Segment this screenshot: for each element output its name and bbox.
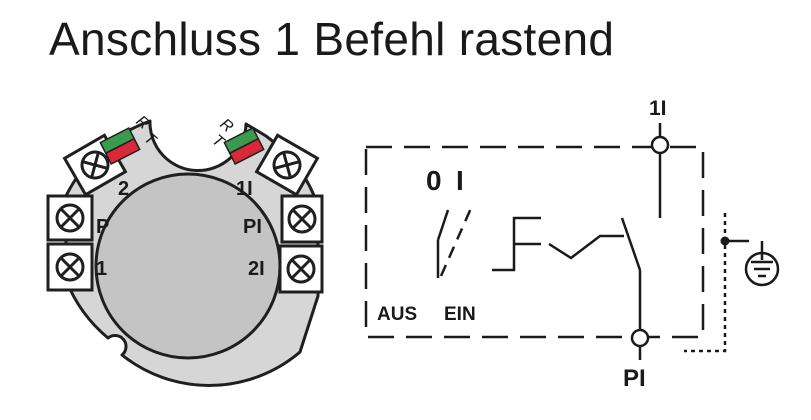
position-off-label: 0 xyxy=(426,165,442,196)
right-terminal-block-1i xyxy=(254,133,320,197)
color-mark-right xyxy=(223,127,265,165)
left-terminal-block-p xyxy=(46,194,94,242)
terminal-label-1: 1 xyxy=(96,258,107,280)
mode-on-label: EIN xyxy=(444,304,476,325)
bottom-terminal-label: PI xyxy=(623,365,646,392)
ground-icon xyxy=(744,241,780,287)
screw-icon xyxy=(55,203,85,233)
screw-icon xyxy=(272,150,302,180)
terminal-label-pi: PI xyxy=(243,216,262,238)
screw-icon xyxy=(287,204,317,234)
switch-enclosure xyxy=(364,145,705,339)
right-terminal-block-2i xyxy=(278,244,324,294)
terminal-label-p: P xyxy=(96,216,109,238)
page-title: Anschluss 1 Befehl rastend xyxy=(49,13,615,65)
left-terminal-block-1 xyxy=(46,242,94,292)
terminal-label-2: 2 xyxy=(118,178,129,200)
color-mark-red xyxy=(104,137,141,165)
terminal-label-1i: 1I xyxy=(236,178,253,200)
screw-icon xyxy=(55,252,85,282)
switch-blade xyxy=(620,217,642,271)
color-mark-red xyxy=(228,137,265,165)
bottom-terminal-circle xyxy=(630,328,650,348)
switch-schematic xyxy=(364,123,780,360)
top-terminal-label: 1I xyxy=(649,97,667,120)
terminal-label-2i: 2I xyxy=(248,258,265,280)
lever-dashed xyxy=(439,205,474,277)
ground-lead xyxy=(684,213,727,353)
color-mark-left xyxy=(99,127,141,165)
left-terminal-block-2 xyxy=(62,133,128,197)
screw-icon xyxy=(80,150,110,180)
right-terminal-block-pi xyxy=(280,194,324,244)
top-terminal-circle xyxy=(650,135,670,155)
actuator-linkage xyxy=(492,216,624,272)
screw-icon xyxy=(286,254,316,284)
connector-plug xyxy=(64,119,320,387)
position-on-label: I xyxy=(456,165,464,196)
mode-off-label: AUS xyxy=(377,304,417,325)
